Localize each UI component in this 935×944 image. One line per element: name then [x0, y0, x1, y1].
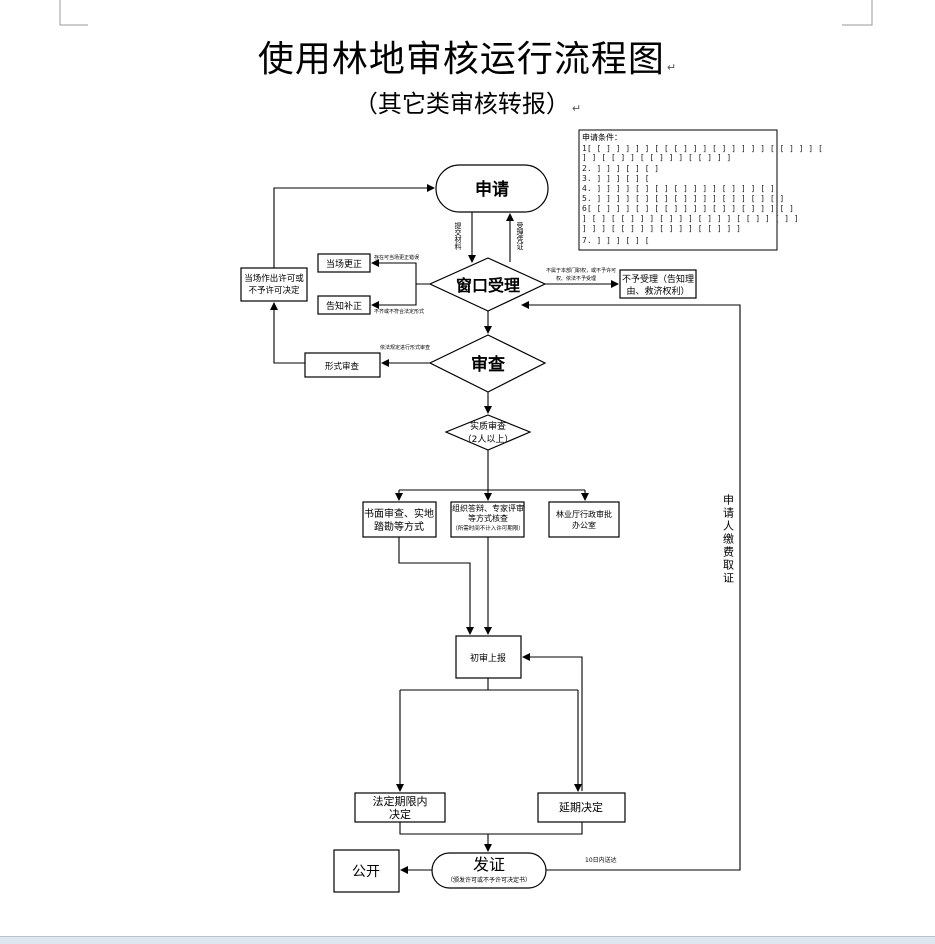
edge-decision-merge	[399, 822, 583, 835]
edge-extension-to-first-review	[522, 653, 583, 791]
issue-label: 发证	[473, 855, 505, 874]
svg-text:7. ] ] ] [ ] [: 7. ] ] ] [ ] [	[582, 236, 649, 245]
legal-deadline-box	[354, 792, 446, 823]
svg-text:1[ [ ] ] ] ] ] [ [ [ ] ] ] [ ]: 1[ [ ] ] ] ] ] [ [ [ ] ] ] [ ] ] ] ] ] […	[582, 144, 823, 153]
edge-label-applicant-fee: 申请人缴费取证	[722, 494, 735, 585]
method-admin-office-label-1: 林业厅行政审批	[556, 509, 612, 519]
on-site-decision-label-2: 不予许可决定	[248, 285, 300, 296]
page-corner-marks	[59, 0, 873, 26]
svg-text:6[ [ ] ] ] [ ] [ [ ] ] ] ] [ ]: 6[ [ ] ] ] [ ] [ [ ] ] ] ] [ ] ] [ ] ] ]…	[582, 204, 794, 213]
conditions-box: 申请条件： 1[ [ ] ] ] ] ] [ [ [ ] ] ] [ ] ] ]…	[578, 129, 823, 251]
method-expert-review-box	[450, 501, 525, 538]
not-accepted-box	[619, 269, 697, 299]
edge-label-accept-receipt: 受理凭证	[516, 221, 524, 251]
edge-formal-to-decision	[270, 302, 305, 364]
public-label: 公开	[352, 864, 380, 880]
svg-text:] ] [ [ ] ] [ [ ] ] ] [ [ ] ]: ] ] [ [ ] ] [ [ ] ] ] [ [ ] ] ]	[582, 153, 731, 162]
not-accepted-label-2: 由、救济权利）	[626, 285, 689, 297]
method-written-review-label-1: 书面审查、实地	[364, 507, 434, 520]
paragraph-mark: ↵	[571, 102, 582, 115]
apply-label: 申请	[475, 179, 509, 200]
formal-review-box	[304, 352, 381, 378]
page-subtitle-text: （其它类审核转报）	[353, 90, 570, 118]
method-admin-office-label-2: 办公室	[572, 520, 596, 530]
conditions-title: 申请条件：	[582, 132, 622, 142]
edge-label-submit-materials: 提交材料	[454, 221, 462, 251]
conditions-illegible-text: 1[ [ ] ] ] ] ] [ [ [ ] ] ] [ ] ] ] ] ] […	[582, 144, 823, 245]
page-title-text: 使用林地审核运行流程图	[257, 39, 665, 80]
correct-on-site-label: 当场更正	[326, 258, 362, 270]
edge-label-not-applicable-2: 权、依法不予受理	[556, 275, 596, 282]
svg-text:4. ] ] ] ] [ ] [ ] [ ] ] ] ] [: 4. ] ] ] ] [ ] [ ] [ ] ] ] ] [ ] ] ] [ ]	[582, 184, 775, 193]
legal-deadline-label-1: 法定期限内	[373, 794, 428, 808]
method-admin-office-box	[548, 501, 620, 538]
substantive-review-label-2: （2人以上）	[463, 434, 514, 445]
not-accepted-label-1: 不予受理（告知理	[622, 273, 694, 285]
first-review-box	[455, 635, 522, 679]
window-accept-label: 窗口受理	[456, 276, 520, 295]
on-site-decision-box	[240, 267, 308, 302]
notify-supplement-box	[317, 295, 371, 315]
edge-label-legal-form-review: 依法规定进行形式审查	[380, 344, 430, 351]
method-expert-review-label-2: 等方式核查	[468, 513, 508, 523]
method-expert-review-label-1: 组织答辩、专家评审	[452, 503, 524, 513]
legal-deadline-label-2: 决定	[389, 807, 411, 821]
method-written-review-label-2: 踏勘等方式	[374, 520, 424, 533]
first-review-label: 初审上报	[470, 652, 506, 664]
formal-review-label: 形式审查	[325, 361, 360, 372]
page-title: 使用林地审核运行流程图↵	[0, 30, 935, 82]
extension-label: 延期决定	[559, 800, 603, 814]
page-subtitle: （其它类审核转报）↵	[0, 84, 935, 119]
edge-decision-to-apply	[273, 184, 435, 268]
svg-text:] ] ] [ [ ] ] ] [ ] ] ] [ [ ]: ] ] ] [ [ ] ] ] [ ] ] ] [ [ ] ] ]	[582, 224, 741, 233]
review-label: 审查	[471, 354, 506, 375]
edge-method1-to-first-review	[398, 537, 474, 635]
correct-on-site-box	[317, 253, 371, 273]
substantive-review-label-1: 实质审查	[470, 420, 506, 432]
edge-label-within-10-days: 10日内送达	[585, 856, 617, 864]
method-expert-review-note: （所需时间不计入许可期限）	[452, 524, 524, 532]
svg-text:2. ] ] ] [ ] [ ]: 2. ] ] ] [ ] [ ]	[582, 164, 659, 173]
svg-text:5. ] ] ] ] [ ] [ ] [ ] ] ] ] [: 5. ] ] ] ] [ ] [ ] [ ] ] ] ] [ ] ] [ ] […	[582, 194, 784, 203]
public-box	[333, 849, 400, 893]
window-bottom-bar	[0, 936, 935, 944]
edge-issue-loop-to-accept	[521, 301, 741, 871]
svg-text:] [ ] [ [ ] ] ] [ ] ] ] [ ] ]: ] [ ] [ [ ] ] ] [ ] ] ] [ ] ] ] [ [ ] ] …	[582, 214, 799, 223]
apply-node	[435, 164, 549, 213]
svg-text:3. ] ] ] [ ] [: 3. ] ] ] [ ] [	[582, 174, 649, 183]
edge-accept-to-supplement	[371, 284, 417, 309]
paragraph-mark: ↵	[666, 61, 678, 74]
edge-label-not-applicable: 不属于本部门职权，或不予许可	[546, 267, 616, 274]
edge-label-error-correctable: 存在可当场更正错误	[374, 254, 419, 261]
edge-accept-to-correct	[371, 259, 430, 285]
on-site-decision-label-1: 当场作出许可或	[244, 273, 304, 284]
issue-note: （颁发许可或不予许可决定书）	[447, 876, 531, 884]
notify-supplement-label: 告知补正	[326, 300, 362, 312]
edge-label-incomplete: 不齐或不符合法定形式	[374, 308, 424, 315]
